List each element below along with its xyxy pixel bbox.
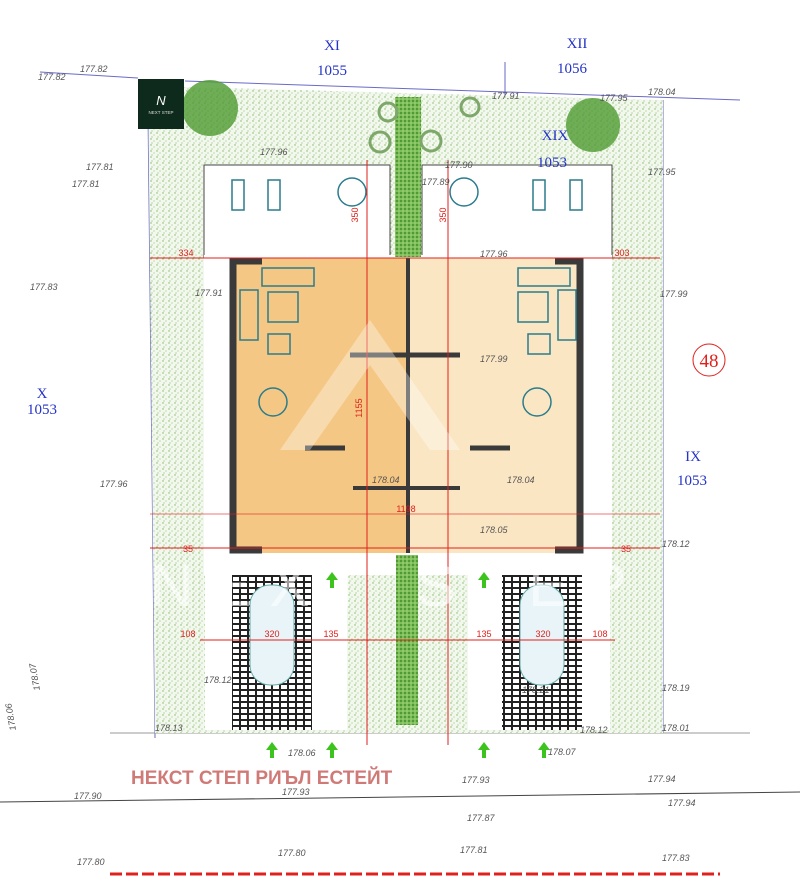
dimension-label: 108 — [592, 629, 607, 639]
dimension-label: 35 — [621, 544, 631, 554]
plot-label-area: 1056 — [557, 61, 588, 77]
dimension-label: 108 — [180, 629, 195, 639]
dimension-label: 320 — [535, 629, 550, 639]
logo: N NEXT STEP — [138, 79, 184, 129]
elevation-label: 178.06 — [288, 748, 316, 758]
dimension-label: 350 — [438, 207, 448, 222]
dimension-label: 320 — [264, 629, 279, 639]
dimension-lines — [150, 160, 660, 745]
elevation-label: 177.90 — [445, 160, 473, 170]
elevation-label: 178.01 — [662, 723, 690, 733]
elevation-label: 177.99 — [660, 289, 688, 299]
elevation-label: 177.93 — [462, 775, 490, 785]
watermark-logo — [280, 320, 460, 450]
elevation-label: 177.96 — [260, 147, 288, 157]
entrance-arrows — [266, 572, 550, 758]
plot-label-number: XII — [567, 36, 588, 52]
parking-spaces — [232, 575, 582, 730]
elevation-label: 177.89 — [422, 177, 450, 187]
elevation-label: 177.93 — [282, 787, 310, 797]
elevation-label: 177.94 — [668, 798, 696, 808]
plot-label-number: XI — [324, 38, 340, 54]
logo-text: NEXT STEP — [149, 110, 174, 115]
elevation-label: 177.81 — [86, 162, 114, 172]
dimension-label: 35 — [183, 544, 193, 554]
elevation-label: 178.04 — [372, 475, 400, 485]
elevation-label: 177.99 — [480, 354, 508, 364]
elevation-label: 177.94 — [648, 774, 676, 784]
dimension-label: 135 — [476, 629, 491, 639]
dimension-labels: 334 303 350 350 1155 1198 35 35 108 320 … — [178, 207, 631, 639]
elevation-label: 178.07 — [27, 662, 42, 692]
dimension-label: 334 — [178, 248, 193, 258]
right-unit — [408, 258, 583, 553]
plot-label-area: 1055 — [317, 63, 347, 79]
plot-label-area: 1053 — [537, 155, 567, 171]
elevation-label: 177.80 — [77, 857, 105, 867]
elevation-label: 177.95 — [600, 93, 629, 103]
elevation-label: 177.82 — [80, 64, 108, 74]
elevation-label: 178.04 — [507, 475, 535, 485]
elevation-label: 178.12 — [662, 539, 690, 549]
elevation-marks: 177.82 177.82 177.91 177.95 178.04 177.8… — [3, 64, 695, 867]
elevation-label: 178.04 — [648, 87, 676, 97]
elevation-label: 177.81 — [460, 845, 488, 855]
walls — [229, 257, 584, 554]
elevation-label: 178.07 — [548, 747, 577, 757]
elevation-label: 177.80 — [278, 848, 306, 858]
elevation-label: 177.96 — [100, 479, 128, 489]
elevation-label: 177.87 — [467, 813, 496, 823]
plot-label-number: X — [37, 386, 48, 402]
elevation-label: 177.91 — [492, 91, 520, 101]
furniture — [231, 177, 583, 417]
elevation-label: 178.12 — [580, 725, 608, 735]
elevation-label: 178.13 — [155, 723, 183, 733]
elevation-label: 177.96 — [480, 249, 508, 259]
elevation-label: 178.19 — [662, 683, 690, 693]
plot-label-area: 1053 — [27, 402, 57, 418]
dimension-label: 1198 — [396, 504, 415, 514]
elevation-label: 177.81 — [72, 179, 100, 189]
elevation-label: 177.83 — [30, 282, 58, 292]
dimension-label: 1155 — [354, 398, 364, 417]
elevation-label: 177.91 — [195, 288, 223, 298]
left-unit — [233, 258, 408, 553]
plot-label-number: XIX — [542, 128, 569, 144]
dimension-label: 135 — [323, 629, 338, 639]
elevation-label: 177.90 — [74, 791, 102, 801]
elevation-label: 178.12 — [204, 675, 232, 685]
agency-watermark: НЕКСТ СТЕП РИЪЛ ЕСТЕЙТ — [131, 767, 393, 789]
dimension-label: 303 — [614, 248, 629, 258]
plot-number: 48 — [700, 351, 719, 372]
plot-labels: XI 1055 XII 1056 XIX 1053 X 1053 IX 1053… — [27, 36, 726, 489]
elevation-label: 178.21 — [522, 685, 550, 695]
elevation-label: 178.05 — [480, 525, 509, 535]
plot-number-circle — [692, 343, 726, 377]
watermark-text: NEXT STEP — [150, 552, 644, 619]
logo-mark: N — [156, 93, 166, 108]
elevation-label: 177.83 — [662, 853, 690, 863]
plot-label-area: 1053 — [677, 473, 707, 489]
plot-label-number: IX — [685, 449, 701, 465]
elevation-label: 178.06 — [3, 703, 18, 732]
elevation-label: 177.82 — [38, 72, 66, 82]
elevation-label: 177.95 — [648, 167, 677, 177]
dimension-label: 350 — [350, 207, 360, 222]
